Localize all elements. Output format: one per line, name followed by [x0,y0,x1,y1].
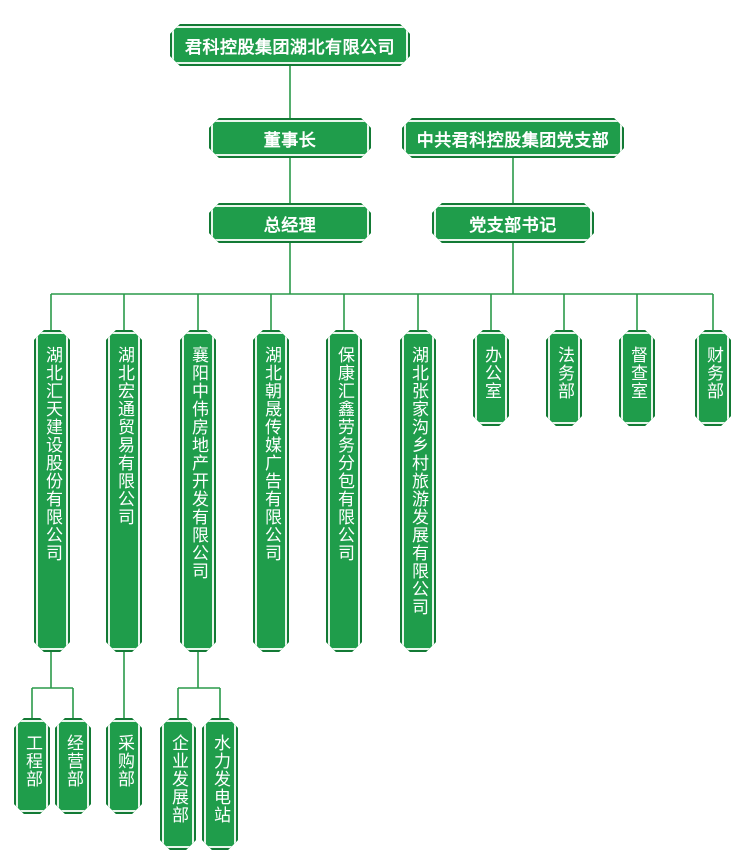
kanghui-label: 保康汇鑫劳务分包有限公司 [334,346,354,562]
root-node: 君科控股集团湖北有限公司 [170,24,410,66]
operations-node: 经营部 [55,718,91,814]
hongtong-label: 湖北宏通贸易有限公司 [114,346,134,526]
party-secretary-label: 党支部书记 [469,215,557,236]
hydropower-node: 水力发电站 [202,718,238,850]
general-manager-node: 总经理 [209,203,371,243]
zhongwei-node: 襄阳中伟房地产开发有限公司 [180,330,216,652]
zhaosheng-node: 湖北朝晟传媒广告有限公司 [253,330,289,652]
root-label: 君科控股集团湖北有限公司 [185,37,395,58]
engineering-label: 工程部 [22,734,42,788]
zhaosheng-label: 湖北朝晟传媒广告有限公司 [261,346,281,562]
party-secretary-node: 党支部书记 [432,203,594,243]
zhongwei-label: 襄阳中伟房地产开发有限公司 [188,346,208,580]
enterprise-dev-node: 企业发展部 [160,718,196,850]
zhangjiagou-node: 湖北张家沟乡村旅游发展有限公司 [400,330,436,652]
office-label: 办公室 [481,346,501,400]
general-manager-label: 总经理 [263,215,317,236]
enterprise-dev-label: 企业发展部 [168,734,188,824]
huitian-label: 湖北汇天建设股份有限公司 [42,346,62,562]
legal-label: 法务部 [554,346,574,400]
huitian-node: 湖北汇天建设股份有限公司 [34,330,70,652]
engineering-node: 工程部 [14,718,50,814]
legal-node: 法务部 [546,330,582,426]
finance-label: 财务部 [703,346,723,400]
party-branch-node: 中共君科控股集团党支部 [402,118,624,158]
operations-label: 经营部 [63,734,83,788]
office-node: 办公室 [473,330,509,426]
hongtong-node: 湖北宏通贸易有限公司 [106,330,142,652]
supervision-label: 督查室 [627,346,647,400]
kanghui-node: 保康汇鑫劳务分包有限公司 [326,330,362,652]
hydropower-label: 水力发电站 [210,734,230,824]
party-branch-label: 中共君科控股集团党支部 [416,130,610,151]
finance-node: 财务部 [695,330,731,426]
procurement-label: 采购部 [114,734,134,788]
chairman-node: 董事长 [209,118,371,158]
procurement-node: 采购部 [106,718,142,814]
supervision-node: 督查室 [619,330,655,426]
chairman-label: 董事长 [263,130,317,151]
zhangjiagou-label: 湖北张家沟乡村旅游发展有限公司 [408,346,428,616]
